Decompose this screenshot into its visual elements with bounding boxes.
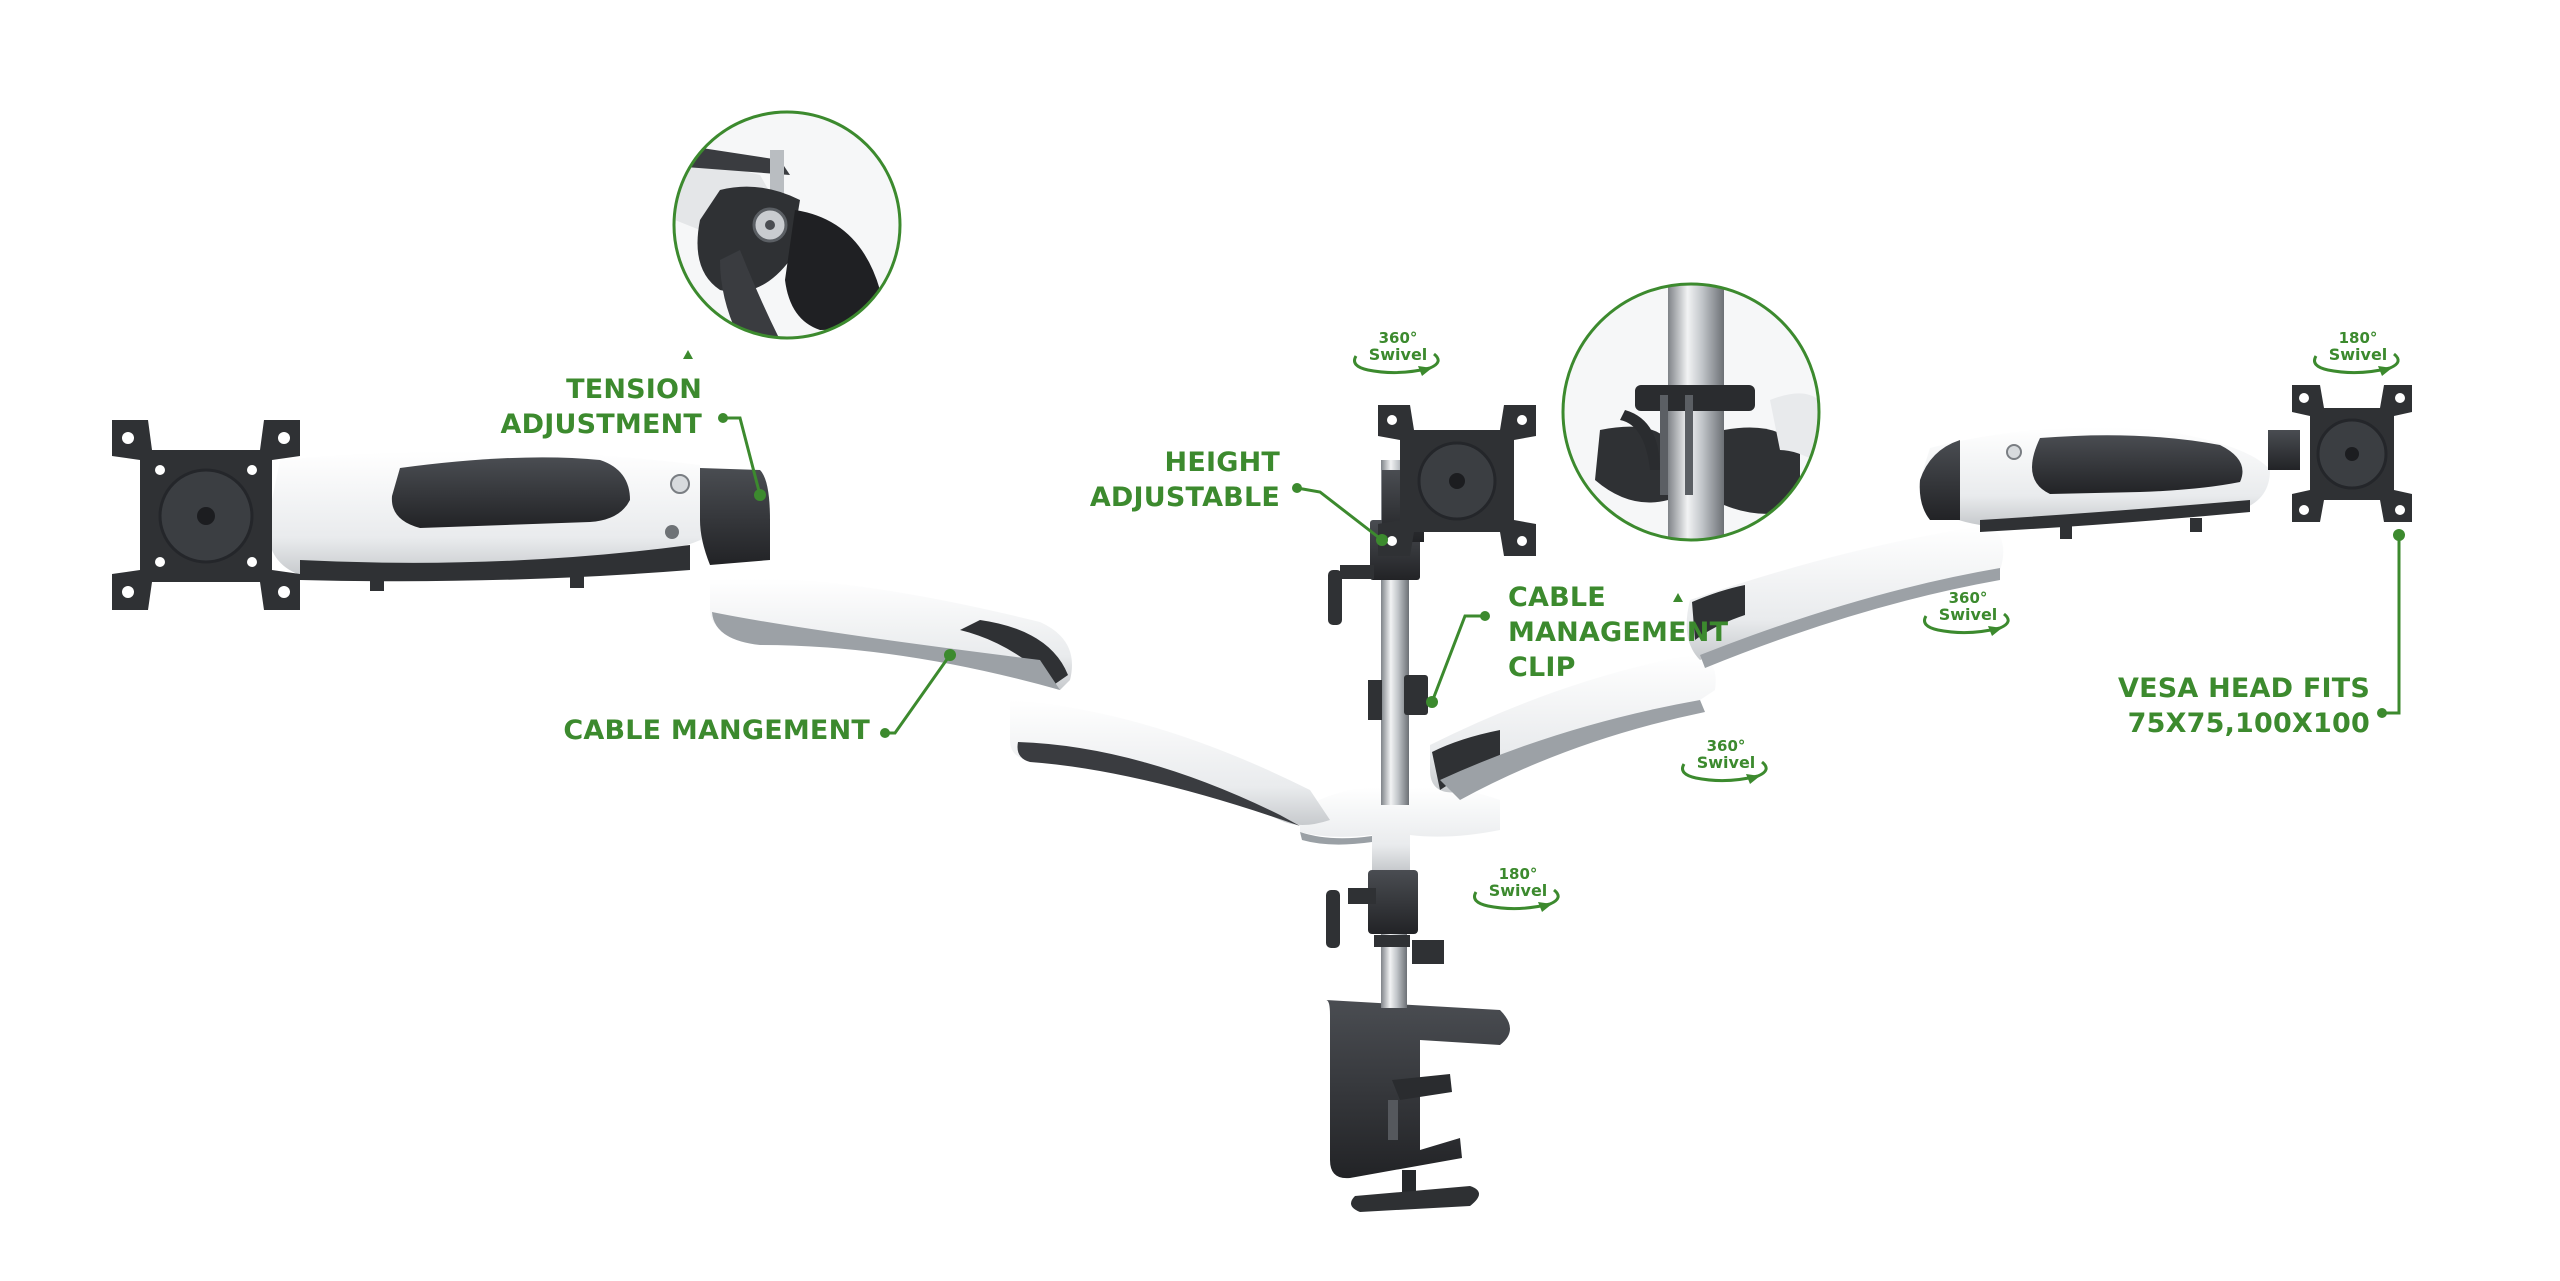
height-adjustable-label: HEIGHT ADJUSTABLE: [1040, 445, 1280, 515]
swivel-degree: 360°: [1948, 589, 1988, 607]
right-arm: [1430, 427, 2270, 800]
rotate-arrow-icon: [2313, 352, 2400, 376]
cable-mangement-label: CABLE MANGEMENT: [563, 715, 870, 746]
leader-dots: [718, 413, 2405, 738]
swivel-badge-center-top: 360° Swivel: [1348, 330, 1448, 390]
swivel-degree: 180°: [1498, 865, 1538, 883]
swivel-label: Swivel: [1488, 881, 1548, 900]
swivel-badge-center-arm: 360° Swivel: [1676, 738, 1776, 798]
tension-line-2: ADJUSTMENT: [500, 409, 702, 440]
swivel-label: Swivel: [1368, 345, 1428, 364]
tension-detail-inset: [672, 110, 902, 340]
cable-clip-detail-inset: [1561, 282, 1821, 542]
central-hub: [1300, 787, 1500, 870]
vesa-line-2: 75X75,100X100: [2127, 708, 2370, 739]
cable-management-clip-label: CABLE MANAGEMENT CLIP: [1508, 580, 1728, 685]
right-vesa-plate: [2268, 385, 2412, 522]
cable-clip-line-3: CLIP: [1508, 652, 1576, 683]
rotate-arrow-icon: [1353, 352, 1440, 376]
desk-clamp: [1326, 1000, 1510, 1212]
swivel-degree: 180°: [2338, 329, 2378, 347]
swivel-degree: 360°: [1706, 737, 1746, 755]
left-vesa-plate: [112, 420, 300, 610]
swivel-label: Swivel: [1938, 605, 1998, 624]
rotate-arrow-icon: [1923, 612, 2010, 636]
rotate-arrow-icon: [1681, 760, 1768, 784]
vesa-line-1: VESA HEAD FITS: [2118, 673, 2370, 704]
tension-adjustment-label: TENSION ADJUSTMENT: [440, 372, 702, 442]
vesa-head-label: VESA HEAD FITS 75X75,100X100: [2100, 671, 2370, 741]
tension-arrow-up: [683, 350, 693, 359]
tension-line-1: TENSION: [566, 374, 702, 405]
center-vesa-plate: [1378, 405, 1536, 556]
rotate-arrow-icon: [1473, 888, 1560, 912]
swivel-badge-right-top: 180° Swivel: [2308, 330, 2408, 390]
swivel-label: Swivel: [1696, 753, 1756, 772]
lower-pole: [1326, 868, 1444, 1008]
swivel-badge-base: 180° Swivel: [1468, 866, 1568, 926]
swivel-label: Swivel: [2328, 345, 2388, 364]
height-line-2: ADJUSTABLE: [1089, 482, 1280, 513]
swivel-degree: 360°: [1378, 329, 1418, 347]
left-arm: [268, 451, 1330, 826]
swivel-badge-right-mid: 360° Swivel: [1918, 590, 2018, 650]
cable-clip-arrow-up: [1673, 593, 1683, 602]
cable-clip-line-2: MANAGEMENT: [1508, 617, 1729, 648]
cable-clip-line-1: CABLE: [1508, 582, 1606, 613]
height-line-1: HEIGHT: [1164, 447, 1280, 478]
